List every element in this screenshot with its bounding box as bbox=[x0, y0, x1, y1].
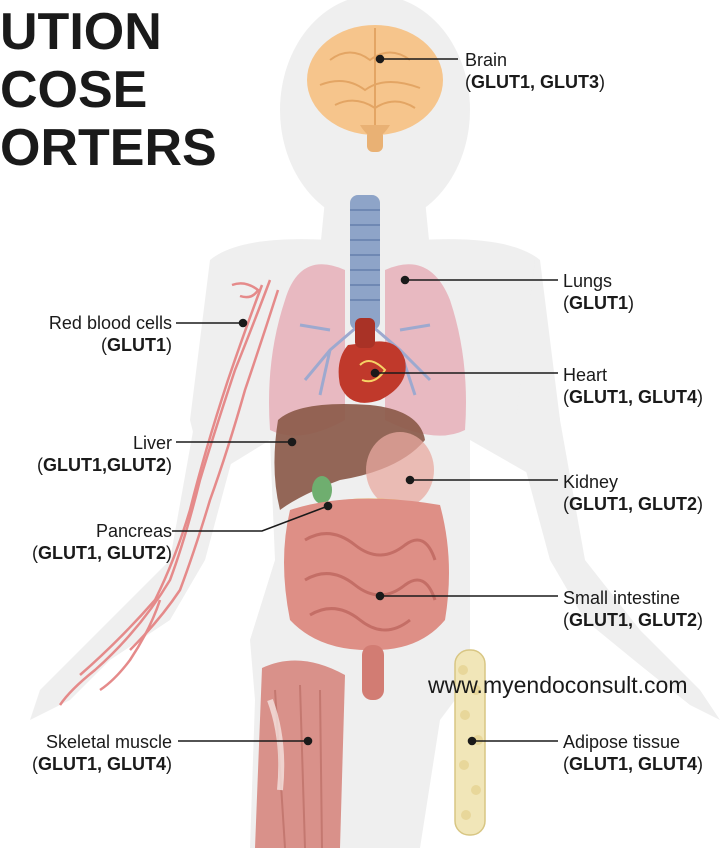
label-adipose-tissue: Adipose tissue (GLUT1, GLUT4) bbox=[563, 731, 703, 775]
title-line-3: ORTERS bbox=[0, 122, 217, 174]
label-red-blood-cells-name: Red blood cells bbox=[49, 312, 172, 334]
thigh-muscle-illustration bbox=[255, 660, 345, 848]
label-skeletal-muscle-name: Skeletal muscle bbox=[32, 731, 172, 753]
label-pancreas-name: Pancreas bbox=[32, 520, 172, 542]
label-brain-name: Brain bbox=[465, 49, 605, 71]
label-pancreas-glut: GLUT1, GLUT2 bbox=[38, 543, 166, 563]
title-line-2: COSE bbox=[0, 64, 147, 116]
label-lungs: Lungs (GLUT1) bbox=[563, 270, 634, 314]
label-adipose-tissue-name: Adipose tissue bbox=[563, 731, 703, 753]
label-heart: Heart (GLUT1, GLUT4) bbox=[563, 364, 703, 408]
label-small-intestine-glut: GLUT1, GLUT2 bbox=[569, 610, 697, 630]
label-lungs-name: Lungs bbox=[563, 270, 634, 292]
label-kidney-glut: GLUT1, GLUT2 bbox=[569, 494, 697, 514]
label-liver: Liver (GLUT1,GLUT2) bbox=[37, 432, 172, 476]
label-small-intestine: Small intestine (GLUT1, GLUT2) bbox=[563, 587, 703, 631]
label-heart-glut: GLUT1, GLUT4 bbox=[569, 387, 697, 407]
label-red-blood-cells-glut: GLUT1 bbox=[107, 335, 166, 355]
title-line-1: UTION bbox=[0, 6, 162, 58]
trachea-illustration bbox=[350, 195, 380, 330]
label-skeletal-muscle-glut: GLUT1, GLUT4 bbox=[38, 754, 166, 774]
label-small-intestine-name: Small intestine bbox=[563, 587, 703, 609]
label-kidney: Kidney (GLUT1, GLUT2) bbox=[563, 471, 703, 515]
label-liver-glut: GLUT1,GLUT2 bbox=[43, 455, 166, 475]
label-kidney-name: Kidney bbox=[563, 471, 703, 493]
label-heart-name: Heart bbox=[563, 364, 703, 386]
label-red-blood-cells: Red blood cells (GLUT1) bbox=[49, 312, 172, 356]
label-adipose-tissue-glut: GLUT1, GLUT4 bbox=[569, 754, 697, 774]
label-liver-name: Liver bbox=[37, 432, 172, 454]
label-lungs-glut: GLUT1 bbox=[569, 293, 628, 313]
watermark-url: www.myendoconsult.com bbox=[428, 672, 688, 699]
label-skeletal-muscle: Skeletal muscle (GLUT1, GLUT4) bbox=[32, 731, 172, 775]
label-pancreas: Pancreas (GLUT1, GLUT2) bbox=[32, 520, 172, 564]
label-brain: Brain (GLUT1, GLUT3) bbox=[465, 49, 605, 93]
label-brain-glut: GLUT1, GLUT3 bbox=[471, 72, 599, 92]
